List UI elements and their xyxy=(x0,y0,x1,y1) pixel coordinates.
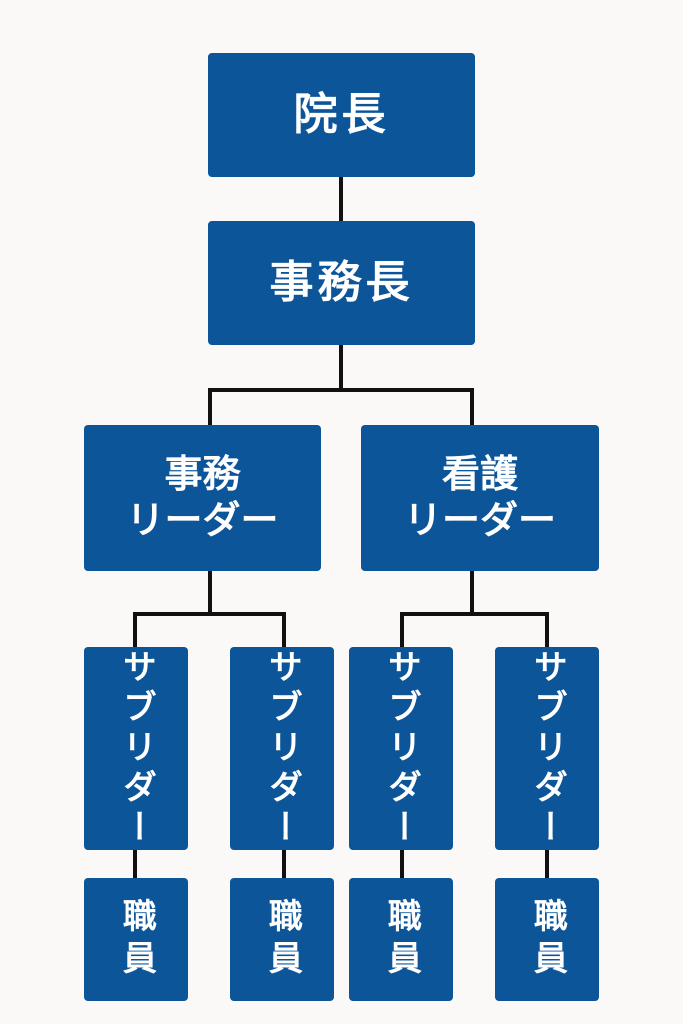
node-director-label: 院長 xyxy=(293,88,390,140)
node-office-leader-line1: 事務 xyxy=(164,452,241,497)
node-director: 院長 xyxy=(208,53,475,177)
node-sub-leader-1: サブリダー xyxy=(84,647,188,850)
connector-office-subs xyxy=(133,569,212,649)
node-nursing-leader: 看護 リーダー xyxy=(361,425,599,571)
connector-nurse-sub4 xyxy=(470,612,549,649)
node-sub-leader-4: サブリダー xyxy=(495,647,599,850)
node-sub-leader-2: サブリダー xyxy=(230,647,334,850)
node-office-leader-line2: リーダー xyxy=(126,498,279,542)
node-sub-leader-4-label: サブリダー xyxy=(527,648,568,849)
node-staff-4-label: 職員 xyxy=(527,897,568,982)
node-sub-leader-3: サブリダー xyxy=(349,647,453,850)
node-staff-3-label: 職員 xyxy=(381,897,422,982)
node-sub-leader-3-label: サブリダー xyxy=(381,648,422,849)
node-staff-2: 職員 xyxy=(230,878,334,1001)
node-staff-4: 職員 xyxy=(495,878,599,1001)
connector-office-sub2 xyxy=(208,612,286,649)
node-sub-leader-2-label: サブリダー xyxy=(262,648,303,849)
connector-officemgr-leaders xyxy=(208,343,343,427)
node-nursing-leader-line1: 看護 xyxy=(441,452,518,497)
node-staff-2-label: 職員 xyxy=(262,897,303,982)
connector-officemgr-nurse xyxy=(339,388,474,427)
node-staff-1: 職員 xyxy=(84,878,188,1001)
node-office-manager: 事務長 xyxy=(208,221,475,345)
node-sub-leader-1-label: サブリダー xyxy=(116,648,157,849)
node-nursing-leader-line2: リーダー xyxy=(403,498,556,542)
node-staff-3: 職員 xyxy=(349,878,453,1001)
node-office-manager-label: 事務長 xyxy=(269,256,414,308)
connector-nurse-subs xyxy=(400,569,474,649)
node-office-leader: 事務 リーダー xyxy=(84,425,321,571)
node-staff-1-label: 職員 xyxy=(116,897,157,982)
